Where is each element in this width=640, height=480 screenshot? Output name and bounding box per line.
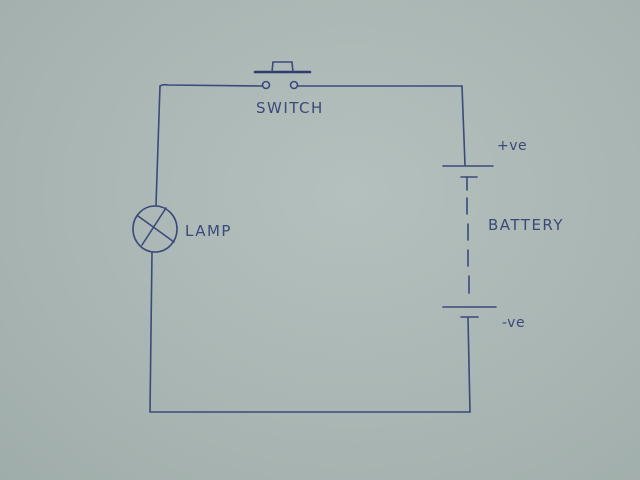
switch-terminal-right	[289, 80, 299, 90]
battery-negative-label: -ve	[502, 315, 525, 331]
battery-positive-label: +ve	[497, 138, 527, 154]
switch-symbol	[253, 61, 312, 90]
battery-label: BATTERY	[488, 216, 564, 234]
lamp-symbol	[132, 205, 178, 253]
wire-left-upper	[155, 85, 161, 206]
switch-terminal-left	[261, 80, 271, 90]
lamp-cross-a	[137, 215, 175, 243]
lamp-cross-b	[141, 207, 167, 246]
wire-right-lower	[467, 317, 471, 413]
switch-label: SWITCH	[256, 99, 324, 117]
switch-button	[271, 61, 294, 73]
wire-left-lower	[149, 251, 153, 413]
lamp-circle	[132, 205, 178, 253]
lamp-label: LAMP	[185, 222, 232, 240]
wire-right-upper	[461, 85, 466, 166]
wire-top-left	[159, 83, 263, 87]
battery-symbol	[442, 165, 497, 318]
